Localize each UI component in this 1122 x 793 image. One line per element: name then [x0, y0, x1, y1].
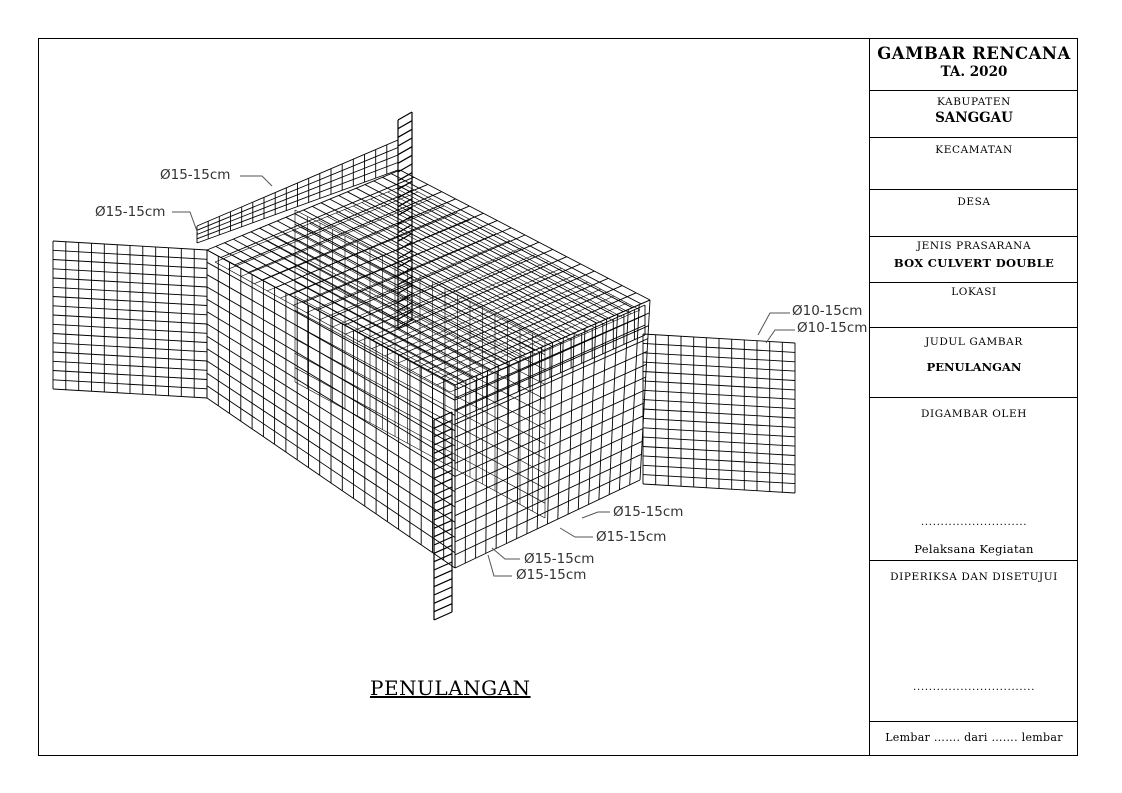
rebar-mesh-10 [433, 411, 453, 621]
leader-line-4 [581, 511, 610, 519]
diperiksa-label: DIPERIKSA DAN DISETUJUI [890, 571, 1058, 583]
rebar-label-bottom-2: Ø15-15cm [516, 567, 587, 583]
desa-label: DESA [957, 196, 991, 208]
title-block: GAMBAR RENCANA TA. 2020 KABUPATEN SANGGA… [869, 38, 1078, 756]
rebar-label-top: Ø15-15cm [160, 167, 231, 183]
kecamatan-label: KECAMATAN [935, 144, 1013, 156]
diperiksa-cell: DIPERIKSA DAN DISETUJUI ................… [870, 561, 1078, 722]
desa-cell: DESA [870, 190, 1078, 237]
lembar-cell: Lembar ……. dari ……. lembar [870, 722, 1078, 756]
digambar-label: DIGAMBAR OLEH [920, 408, 1028, 420]
header-year: TA. 2020 [940, 64, 1008, 80]
rebar-mesh-2 [196, 139, 399, 244]
judul-gambar-value: PENULANGAN [926, 360, 1022, 374]
rebar-label-bottom-right-2: Ø15-15cm [596, 529, 667, 545]
kecamatan-cell: KECAMATAN [870, 138, 1078, 190]
title-block-header: GAMBAR RENCANA TA. 2020 [870, 38, 1078, 91]
digambar-cell: DIGAMBAR OLEH ..........................… [870, 398, 1078, 561]
leader-line-6 [491, 547, 520, 560]
leader-line-5 [559, 527, 593, 538]
leader-line-2 [757, 312, 790, 336]
rebar-mesh-4 [214, 184, 641, 393]
pelaksana-label: Pelaksana Kegiatan [914, 542, 1034, 556]
drawing-area [39, 39, 869, 755]
rebar-mesh-1 [642, 333, 796, 494]
rebar-mesh-5 [206, 249, 456, 569]
kabupaten-value: SANGGAU [935, 110, 1013, 126]
rebar-mesh-0 [52, 240, 208, 399]
leader-line-0 [240, 175, 273, 187]
rebar-label-right-1: Ø10-15cm [792, 303, 863, 319]
jenis-prasarana-cell: JENIS PRASARANA BOX CULVERT DOUBLE [870, 237, 1078, 283]
rebar-mesh-9 [397, 111, 413, 329]
kabupaten-label: KABUPATEN [937, 96, 1011, 108]
jenis-prasarana-value: BOX CULVERT DOUBLE [893, 256, 1055, 270]
lembar-text: Lembar ……. dari ……. lembar [885, 731, 1063, 744]
judul-gambar-cell: JUDUL GAMBAR PENULANGAN [870, 328, 1078, 398]
leader-line-7 [487, 554, 512, 577]
header-title: GAMBAR RENCANA [877, 44, 1071, 63]
jenis-prasarana-label: JENIS PRASARANA [916, 240, 1032, 252]
rebar-mesh-6 [454, 299, 651, 569]
rebar-label-right-2: Ø10-15cm [797, 320, 868, 336]
leader-line-1 [172, 211, 199, 235]
rebar-label-bottom-right-1: Ø15-15cm [613, 504, 684, 520]
rebar-mesh-7 [294, 209, 546, 519]
digambar-dots: ........................... [920, 516, 1028, 528]
rebar-mesh-drawing [52, 111, 796, 621]
lokasi-label: LOKASI [951, 286, 997, 298]
drawing-title: PENULANGAN [370, 676, 531, 700]
diperiksa-dots: ............................... [912, 681, 1036, 693]
leader-line-3 [765, 329, 795, 344]
rebar-mesh-8 [454, 304, 646, 421]
kabupaten-cell: KABUPATEN SANGGAU [870, 91, 1078, 138]
lokasi-cell: LOKASI [870, 283, 1078, 328]
judul-gambar-label: JUDUL GAMBAR [925, 336, 1023, 348]
rebar-label-left: Ø15-15cm [95, 204, 166, 220]
rebar-label-bottom-1: Ø15-15cm [524, 551, 595, 567]
